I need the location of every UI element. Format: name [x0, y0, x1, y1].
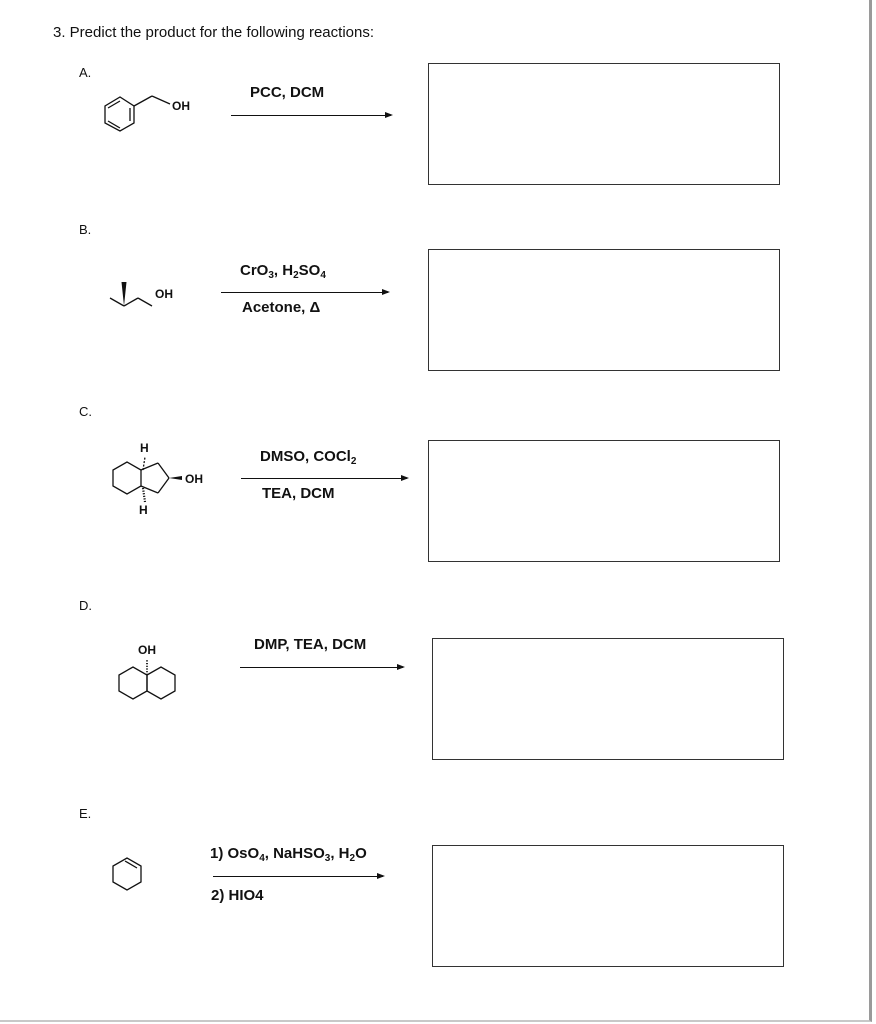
question-title: 3. Predict the product for the following… [53, 24, 375, 41]
reaction-b-label: B. [79, 222, 92, 237]
reaction-a-oh-label: OH [172, 99, 190, 113]
reaction-e-answer-box[interactable] [432, 845, 784, 967]
reaction-d-oh-label: OH [138, 643, 156, 657]
reaction-d-answer-box[interactable] [432, 638, 784, 760]
reaction-c-h-top-label: H [140, 441, 149, 455]
reaction-e-cyclohexene-structure [112, 857, 142, 891]
reaction-d-arrow [240, 664, 405, 670]
reaction-c-reagents-top: DMSO, COCl2 [260, 448, 357, 467]
reaction-e-reagents-bottom: 2) HIO4 [211, 887, 264, 904]
reaction-b-oh-label: OH [155, 287, 173, 301]
reaction-d-decalol-structure: OH [118, 643, 176, 700]
reaction-a-answer-box[interactable] [428, 63, 780, 185]
reaction-a-arrow [231, 112, 393, 118]
reaction-b-alcohol-structure: OH [109, 282, 173, 307]
reaction-c-answer-box[interactable] [428, 440, 780, 562]
reaction-b-reagents-top: CrO3, H2SO4 [240, 262, 326, 281]
reaction-c-arrow [241, 475, 409, 481]
reaction-e-reagents-top: 1) OsO4, NaHSO3, H2O [210, 845, 367, 864]
reaction-b-reagents-bottom: Acetone, Δ [242, 299, 321, 316]
reaction-c-reagents-bottom: TEA, DCM [262, 485, 335, 502]
reaction-b-arrow [221, 289, 390, 295]
reaction-c-bicyclic-alcohol-structure: H H OH [112, 441, 203, 517]
reaction-e-arrow [213, 873, 385, 879]
reaction-d-label: D. [79, 598, 92, 613]
reaction-d-reagents-top: DMP, TEA, DCM [254, 636, 367, 653]
reaction-b-answer-box[interactable] [428, 249, 780, 371]
reaction-e-label: E. [79, 806, 92, 821]
reaction-a-label: A. [79, 65, 92, 80]
reaction-c-oh-label: OH [185, 472, 203, 486]
reaction-c-label: C. [79, 404, 92, 419]
reaction-a-benzyl-alcohol-structure: OH [104, 95, 190, 132]
reaction-c-h-bottom-label: H [139, 503, 148, 517]
reaction-a-reagents-top: PCC, DCM [250, 84, 325, 101]
